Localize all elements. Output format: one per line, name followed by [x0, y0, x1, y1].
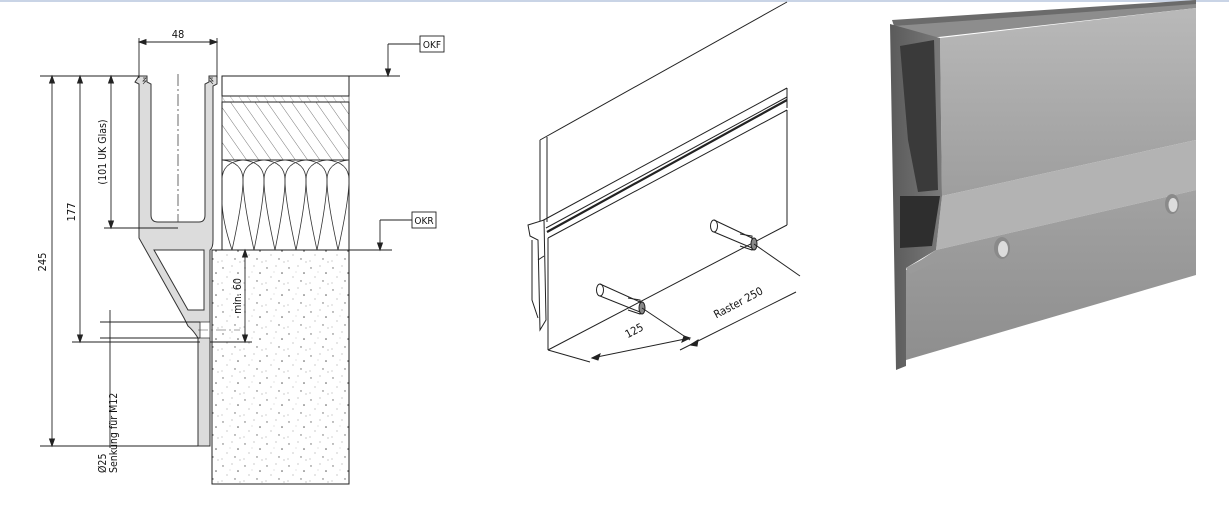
anchor-grid-label: Raster 250 [712, 285, 766, 322]
anchor-bolt-2 [710, 219, 758, 251]
glass-reference-label: (101 UK Glas) [97, 119, 109, 184]
countersink-diameter-label: Ø25 [97, 454, 109, 473]
lower-face [906, 190, 1196, 360]
anchor-bolt-1 [596, 283, 646, 315]
section-drawing: OKF OKR 48 245 177 (101 UK Glas) min. 60… [36, 28, 445, 485]
total-height-label: 245 [36, 253, 49, 272]
isometric-drawing: 125 Raster 250 [527, 1, 801, 363]
upper-face [940, 8, 1196, 196]
glass-top-edge [539, 1, 788, 141]
profile-render [890, 0, 1196, 370]
okr-box [411, 211, 437, 229]
insulation-pattern [221, 159, 350, 251]
isometric-drawing-panel: 125 Raster 250 [460, 0, 820, 506]
bolt-hole-1 [994, 237, 1010, 259]
okr-label: OKR [414, 216, 433, 227]
min-depth-label: min. 60 [232, 278, 244, 314]
okf-label: OKF [423, 40, 441, 51]
profile-section [134, 74, 240, 447]
dimension-lines [40, 38, 420, 448]
anchor-offset-label: 125 [623, 321, 646, 341]
chamfer-face [936, 140, 1196, 250]
floor-build-up [211, 75, 350, 485]
width-dimension-label: 48 [172, 28, 185, 41]
section-drawing-panel: OKF OKR 48 245 177 (101 UK Glas) min. 60… [0, 0, 460, 506]
countersink-bolt-label: Senkung für M12 [108, 393, 120, 473]
top-lip [892, 0, 1196, 40]
okf-box [419, 35, 445, 53]
top-border [0, 0, 1229, 2]
bolt-hole-2 [1165, 194, 1179, 214]
inner-height-label: 177 [65, 203, 78, 222]
profile-render-panel [860, 0, 1229, 506]
